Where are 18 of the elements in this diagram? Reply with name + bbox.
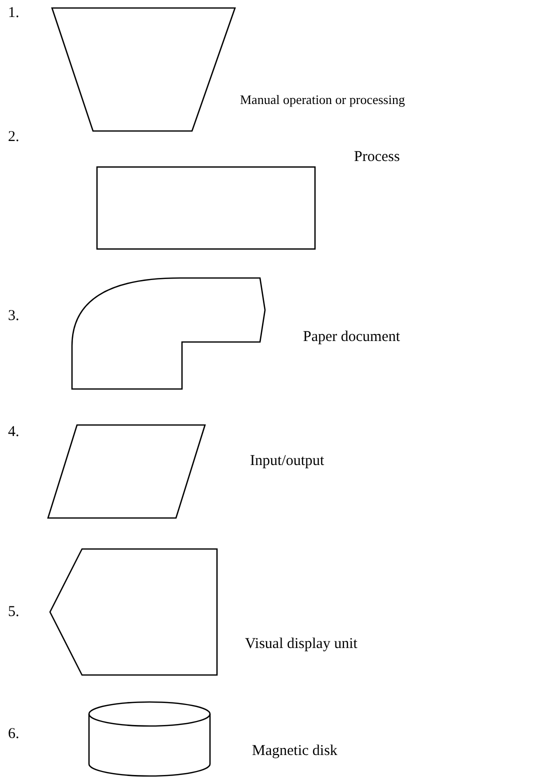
step-number: 6. [8,727,20,742]
manual-operation-trapezoid [50,6,238,134]
magnetic-disk-cylinder [87,700,212,778]
shape-caption: Input/output [250,452,324,471]
paper-document-shape [70,276,268,392]
step-number: 3. [8,309,20,324]
input-output-parallelogram [46,423,208,521]
display-unit-shape [48,547,220,678]
shape-caption: Process [354,148,400,167]
shape-caption: Paper document [303,328,400,347]
step-number: 2. [8,130,20,145]
shape-caption: Visual display unit [245,635,358,654]
step-number: 4. [8,425,20,440]
step-number: 5. [8,605,20,620]
shape-caption: Manual operation or processing [240,92,405,108]
process-rectangle [95,165,317,251]
step-number: 1. [8,6,20,21]
shape-caption: Magnetic disk [252,742,338,761]
